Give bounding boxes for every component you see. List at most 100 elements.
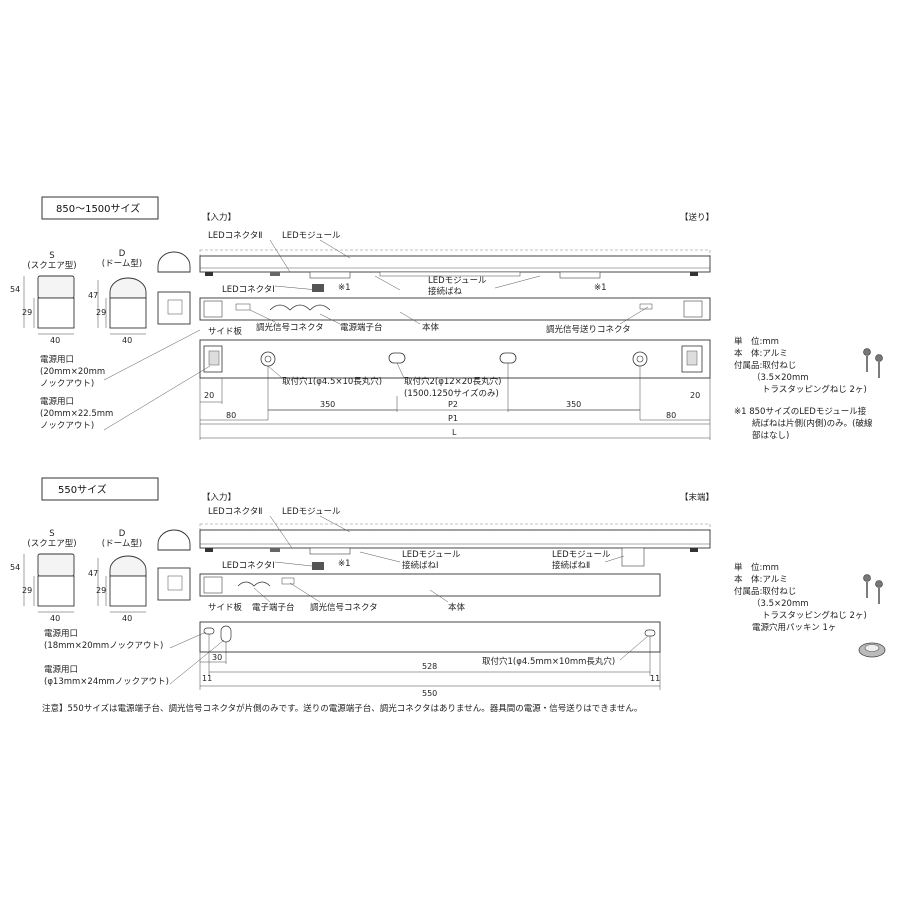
- spring-label-1: LEDモジュール: [428, 276, 487, 286]
- spec-body: 本 体:アルミ: [734, 348, 788, 359]
- power-opening-2-l2: (20mm×22.5mm: [40, 409, 113, 419]
- mount-hole-2-note: (1500.1250サイズのみ): [404, 388, 499, 399]
- spec-unit: 単 位:mm: [734, 562, 779, 573]
- dim-signal-connector: 調光信号コネクタ: [256, 322, 324, 333]
- dim-20-b: 20: [690, 391, 700, 400]
- spec-screw-type: トラスタッピングねじ 2ヶ): [762, 384, 867, 395]
- body-top-view: [199, 297, 711, 321]
- s-label: S: [49, 529, 54, 539]
- d-label: D: [119, 249, 126, 259]
- led-connector-1: LEDコネクタⅠ: [222, 285, 275, 295]
- input-tag: 【入力】: [202, 492, 236, 503]
- screw-icon: [863, 348, 883, 378]
- section-850-1500: 850〜1500サイズ 【入力】 【送り】 S (スクエア型) 54 29 40…: [10, 196, 883, 441]
- side-view: [199, 523, 711, 567]
- spec-packing: 電源穴用パッキン 1ヶ: [752, 622, 836, 633]
- note-mark-1: ※1: [338, 283, 351, 293]
- dim-40: 40: [122, 336, 132, 345]
- packing-icon: [858, 642, 886, 658]
- mount-hole-1: 取付穴1(φ4.5×10長丸穴): [282, 376, 382, 387]
- d-label: D: [119, 529, 126, 539]
- dim-20-a: 20: [204, 391, 214, 400]
- spec-screw-size: （3.5×20mm: [752, 598, 809, 609]
- power-opening-2-l1: 電源用口: [44, 665, 78, 675]
- dim-350-b: 350: [566, 400, 581, 409]
- footnote-2: 続ばねは片側(内側)のみ。(破線: [752, 418, 873, 429]
- spec-accessory: 付属品:取付ねじ: [734, 586, 796, 597]
- profile-dome: D (ドーム型) 47 29 40: [88, 529, 147, 623]
- end-cap-square: [157, 567, 191, 601]
- notice-text: 注意】550サイズは電源端子台、調光信号コネクタが片側のみです。送りの電源端子台…: [42, 703, 642, 714]
- power-opening-1-l2: (20mm×20mm: [40, 367, 105, 377]
- section-title-box: [41, 196, 159, 220]
- led-connector-2: LEDコネクタⅡ: [208, 507, 263, 517]
- dim-29: 29: [22, 308, 32, 317]
- profile-square: S (スクエア型) 54 29 40: [10, 251, 77, 345]
- spec-block-bottom: 単 位:mm 本 体:アルミ 付属品:取付ねじ （3.5×20mm トラスタッピ…: [734, 562, 886, 658]
- dim-11-a: 11: [202, 674, 212, 683]
- body-bottom-view: [199, 339, 711, 379]
- terminal-block: 電子端子台: [252, 602, 295, 613]
- side-view: [199, 249, 711, 279]
- led-module: LEDモジュール: [282, 507, 341, 517]
- d-sub: (ドーム型): [102, 259, 142, 269]
- spring-label-2: 接続ばね: [428, 286, 463, 297]
- dim-signal-connector: 調光信号コネクタ: [310, 602, 378, 613]
- power-opening-1-l2: (18mm×20mmノックアウト): [44, 641, 163, 651]
- dim-l: L: [452, 428, 457, 437]
- dim-54: 54: [10, 563, 20, 572]
- spring-1-label-1: LEDモジュール: [402, 550, 461, 560]
- section-title-box: [41, 477, 159, 501]
- dim-40: 40: [50, 614, 60, 623]
- led-connector-2: LEDコネクタⅡ: [208, 231, 263, 241]
- power-opening-1-l1: 電源用口: [40, 355, 74, 365]
- end-tag: 【末端】: [680, 492, 714, 503]
- body-bottom-view: [199, 621, 661, 653]
- end-cap-square: [157, 291, 191, 325]
- note-mark: ※1: [338, 559, 351, 569]
- mount-hole-1: 取付穴1(φ4.5mm×10mm長丸穴): [482, 656, 615, 667]
- body-top-view: [199, 573, 661, 597]
- dim-p2: P2: [448, 400, 458, 409]
- footnote-3: 部はなし): [752, 430, 789, 441]
- screw-icon: [863, 574, 883, 604]
- dimension-lines-bottom: [199, 634, 661, 690]
- body-label: 本体: [422, 322, 440, 333]
- spring-2-label-2: 接続ばねⅡ: [552, 560, 590, 571]
- dim-47: 47: [88, 291, 98, 300]
- end-cap-dome: [157, 251, 191, 273]
- body-label: 本体: [448, 602, 466, 613]
- note-mark-2: ※1: [594, 283, 607, 293]
- dim-29: 29: [22, 586, 32, 595]
- power-opening-2-l1: 電源用口: [40, 397, 74, 407]
- d-sub: (ドーム型): [102, 539, 142, 549]
- mount-hole-2: 取付穴2(φ12×20長丸穴): [404, 376, 501, 387]
- footnote-1: ※1 850サイズのLEDモジュール接: [734, 406, 867, 417]
- connector-plug: [312, 284, 324, 292]
- side-plate-label: サイド板: [208, 326, 243, 337]
- dim-29: 29: [96, 586, 106, 595]
- spring-1-label-2: 接続ばねⅠ: [402, 560, 439, 571]
- dim-30: 30: [212, 653, 222, 662]
- spec-screw-type: トラスタッピングねじ 2ヶ): [762, 610, 867, 621]
- side-plate-label: サイド板: [208, 602, 243, 613]
- led-module: LEDモジュール: [282, 231, 341, 241]
- dim-11-b: 11: [650, 674, 660, 683]
- power-opening-2-l3: ノックアウト): [40, 421, 94, 431]
- spec-body: 本 体:アルミ: [734, 574, 788, 585]
- dim-350-a: 350: [320, 400, 335, 409]
- end-cap-dome: [157, 529, 191, 551]
- dim-80-b: 80: [666, 411, 676, 420]
- led-connector-1: LEDコネクタⅠ: [222, 561, 275, 571]
- dim-47: 47: [88, 569, 98, 578]
- send-signal-connector: 調光信号送りコネクタ: [546, 324, 631, 335]
- spec-screw-size: （3.5×20mm: [752, 372, 809, 383]
- power-terminal: 電源端子台: [340, 322, 383, 333]
- dim-550: 550: [422, 689, 437, 698]
- dimension-lines-top: [199, 363, 711, 440]
- power-opening-1-l1: 電源用口: [44, 629, 78, 639]
- power-opening-2-l2: (φ13mm×24mmノックアウト): [44, 677, 169, 687]
- power-opening-1-l3: ノックアウト): [40, 379, 94, 389]
- section-title: 850〜1500サイズ: [56, 202, 140, 215]
- dim-528: 528: [422, 662, 437, 671]
